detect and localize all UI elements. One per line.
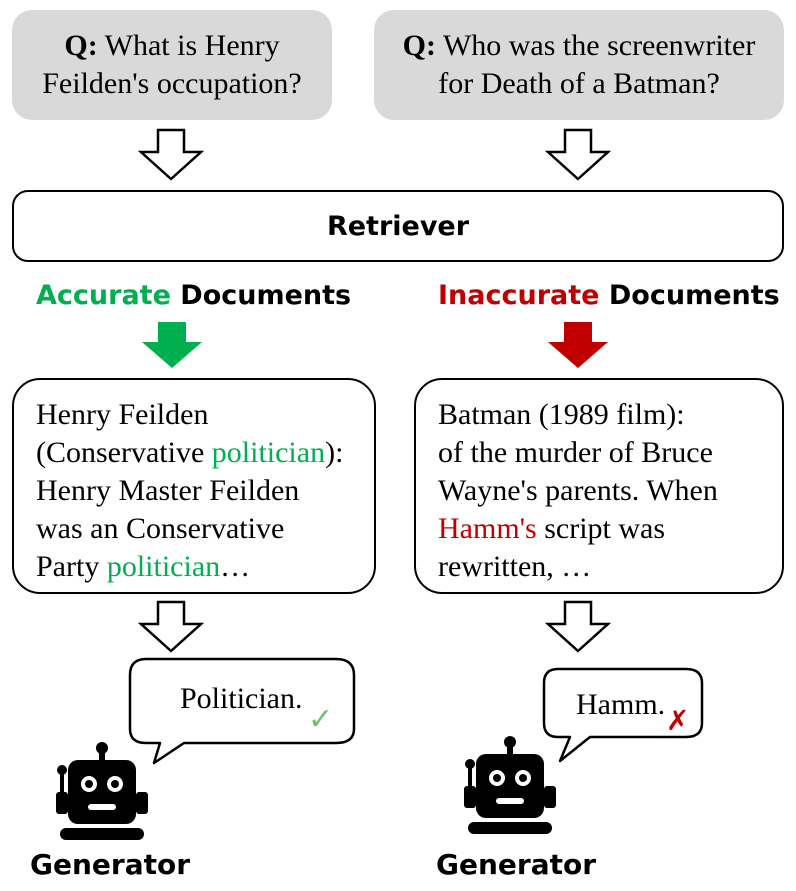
question-box-left: Q: What is Henry Feilden's occupation? — [12, 10, 332, 120]
highlight-hamms: Hamm's — [438, 512, 537, 545]
hollow-arrow-down-icon — [545, 128, 611, 181]
doc-line: Wayne's parents. When — [438, 474, 718, 507]
retriever-label: Retriever — [326, 210, 470, 242]
accurate-label: Accurate — [36, 280, 171, 311]
retriever-box: Retriever — [12, 190, 784, 262]
question-text-line1: What is Henry — [104, 29, 280, 62]
red-arrow-down-icon — [548, 322, 608, 368]
robot-icon — [464, 736, 556, 834]
doc-line: rewritten, … — [438, 550, 592, 583]
green-arrow-down-icon — [142, 322, 202, 368]
doc-line: of the murder of Bruce — [438, 436, 713, 469]
check-icon: ✓ — [308, 702, 334, 737]
question-text-line1: Who was the screenwriter — [442, 29, 756, 62]
question-prefix: Q: — [402, 29, 436, 62]
documents-label: Documents — [180, 280, 352, 311]
hollow-arrow-down-icon — [138, 128, 204, 181]
doc-line: (Conservative politician): — [36, 436, 344, 469]
doc-line: was an Conservative — [36, 512, 285, 545]
hollow-arrow-down-icon — [545, 600, 611, 653]
speech-bubble-right — [542, 667, 704, 763]
doc-line: Party politician… — [36, 550, 251, 583]
accurate-documents-heading: Accurate Documents — [36, 280, 351, 311]
doc-line: Henry Master Feilden — [36, 474, 300, 507]
speech-bubble-left — [128, 657, 356, 765]
answer-text-left: Politician. — [180, 682, 303, 715]
documents-label: Documents — [608, 280, 780, 311]
question-text-line2: for Death of a Batman? — [438, 67, 720, 100]
question-prefix: Q: — [64, 29, 98, 62]
cross-icon: ✗ — [666, 704, 690, 737]
doc-line: Batman (1989 film): — [438, 398, 685, 431]
highlight-politician: politician — [106, 550, 221, 583]
generator-label-right: Generator — [436, 848, 597, 881]
document-box-inaccurate: Batman (1989 film): of the murder of Bru… — [414, 378, 784, 594]
generator-label-left: Generator — [30, 848, 191, 881]
document-box-accurate: Henry Feilden (Conservative politician):… — [12, 378, 376, 594]
inaccurate-label: Inaccurate — [438, 280, 600, 311]
robot-icon — [56, 742, 148, 840]
doc-line: Henry Feilden — [36, 398, 209, 431]
question-box-right: Q: Who was the screenwriter for Death of… — [374, 10, 784, 120]
question-text-line2: Feilden's occupation? — [42, 67, 302, 100]
doc-line: Hamm's script was — [438, 512, 666, 545]
hollow-arrow-down-icon — [138, 600, 204, 653]
answer-text-right: Hamm. — [576, 688, 666, 721]
highlight-politician: politician — [211, 436, 326, 469]
inaccurate-documents-heading: Inaccurate Documents — [438, 280, 780, 311]
